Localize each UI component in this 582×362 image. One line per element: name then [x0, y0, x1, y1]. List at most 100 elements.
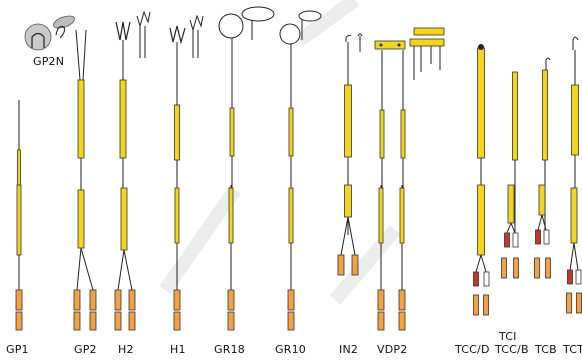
tcb-top-body [542, 69, 548, 161]
gp1-bottom-body [16, 184, 22, 256]
gp2-connector-right-upper [89, 289, 97, 311]
gp2-top-wire-left [75, 29, 81, 81]
label-h1: H1 [170, 343, 186, 356]
tcb-bottom-lead-right [541, 214, 547, 231]
gp2-bottom-lead-right [80, 247, 94, 291]
gr10-flat-tip [298, 10, 322, 22]
vdp2-clamp-screw-right [397, 43, 401, 47]
gr10-top-body [288, 107, 294, 157]
tccb-top-body [512, 71, 518, 161]
label-gp2: GP2 [74, 343, 97, 356]
tct-hook [572, 36, 579, 50]
in2-bottom-lead-right [347, 216, 356, 256]
gp2-bottom-lead-left [76, 247, 82, 291]
tct-top-body [571, 84, 579, 156]
gp1-connector-upper [15, 289, 23, 311]
tct-bottom-body [570, 187, 578, 244]
tccb-bottom-body [507, 184, 515, 224]
label-tct: TCT [563, 343, 582, 356]
tcb-bottom-lead-left [537, 214, 543, 231]
gp2-top-body [77, 79, 85, 159]
gp2n-sensor-disc [24, 23, 52, 51]
gp2-bottom-body [77, 189, 85, 249]
in2-connector-right [351, 254, 359, 276]
tccd-top-body [477, 47, 485, 159]
gp1-connector-lower [15, 311, 23, 331]
label-tccd: TCC/D [455, 343, 490, 356]
label-vdp2: VDP2 [377, 343, 408, 356]
h2-connector-left-upper [114, 289, 122, 311]
tccb-connector-right [513, 257, 519, 279]
vdp2-top-body-right [400, 109, 406, 159]
vdp2-connector-left-upper [377, 289, 385, 311]
tcb-connector-right [545, 257, 551, 279]
label-h2: H2 [118, 343, 134, 356]
gr10-round-tip [279, 23, 301, 45]
h1-connector-upper [173, 289, 181, 311]
label-gr10: GR10 [275, 343, 306, 356]
vdp2-clamp-alt-top [409, 38, 445, 47]
tct-bottom-lead-right [573, 242, 579, 271]
in2-hook [345, 34, 352, 42]
h1-fork-alt [189, 14, 204, 32]
tcb-band-right [543, 229, 550, 245]
tct-connector-left [566, 292, 572, 314]
vdp2-clamp-alt-back [413, 27, 445, 36]
label-gr18: GR18 [214, 343, 245, 356]
gr18-connector-lower [227, 311, 235, 331]
tcb-hook [545, 57, 551, 70]
tccb-band-left [504, 232, 510, 248]
vdp2-connector-right-upper [398, 289, 406, 311]
gp1-top-body [17, 149, 21, 191]
label-gp1: GP1 [6, 343, 29, 356]
in2-connector-left [337, 254, 345, 276]
vdp2-bottom-body-right [399, 187, 405, 244]
gr18-bottom-body [228, 187, 234, 244]
gr10-connector-upper [287, 289, 295, 311]
tccd-bottom-lead-left [475, 254, 482, 273]
tccd-connector-right [483, 294, 489, 316]
h2-fork-alt [136, 10, 151, 28]
tccd-band-left [473, 271, 479, 287]
h1-bottom-body [174, 187, 180, 244]
h2-connector-right-lower [128, 311, 136, 331]
h2-bottom-lead-left [117, 249, 125, 291]
h2-bottom-lead-right [123, 249, 133, 291]
label-in2: IN2 [339, 343, 359, 356]
label-tci: TCI [499, 330, 517, 343]
tct-band-right [575, 269, 582, 285]
tccd-connector-left [473, 294, 479, 316]
gr18-connector-upper [227, 289, 235, 311]
h1-connector-lower [173, 311, 181, 331]
h2-connector-left-lower [114, 311, 122, 331]
gp2-connector-left-upper [73, 289, 81, 311]
gr10-bottom-body [288, 187, 294, 244]
vdp2-top-body-left [379, 109, 385, 159]
vdp2-clamp [374, 40, 406, 50]
gp2n-sensor-clip [31, 32, 45, 48]
vdp2-connector-left-lower [377, 311, 385, 331]
h2-bottom-body [120, 187, 128, 251]
tccd-band-right [483, 271, 490, 287]
label-gp2n: GP2N [33, 55, 65, 68]
tcb-band-left [535, 229, 541, 245]
tcb-connector-left [534, 257, 540, 279]
tccd-tip [478, 44, 484, 50]
gr18-flat-tip [241, 6, 275, 22]
gp2n-small-disc [53, 15, 75, 29]
gr18-top-body [229, 107, 235, 157]
h2-fork-tip [115, 21, 131, 41]
tct-bottom-lead-left [569, 242, 575, 271]
tcb-bottom-body [538, 184, 546, 216]
gp2n-small-clip [55, 25, 65, 39]
gp2-connector-right-lower [89, 311, 97, 331]
tccb-connector-left [501, 257, 507, 279]
tct-band-left [567, 269, 573, 285]
h2-connector-right-upper [128, 289, 136, 311]
h2-top-body [119, 79, 127, 159]
in2-alt-hook [357, 33, 363, 37]
vdp2-clamp-screw-left [379, 43, 383, 47]
gr18-round-tip [218, 13, 244, 39]
